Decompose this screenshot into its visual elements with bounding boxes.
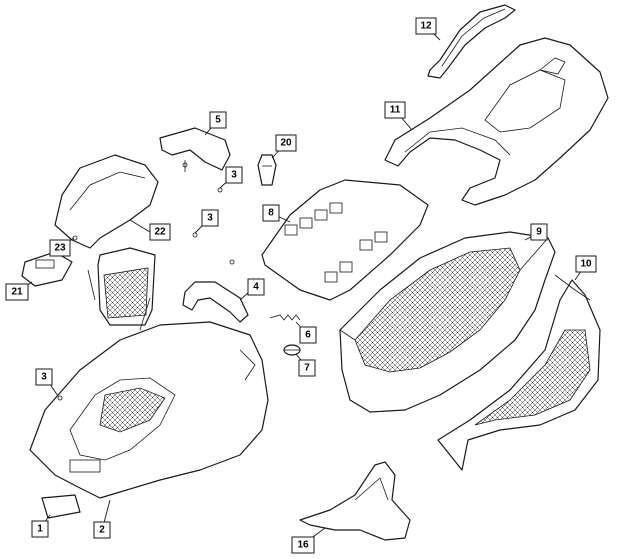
callout-4-label: 4 [253,282,259,293]
part-20-switch [257,154,277,186]
callout-1: 1 [31,520,49,538]
part-8-label-panel [261,179,429,301]
part-9-grass-bag [339,231,556,413]
callout-16-label: 16 [297,540,309,551]
callout-20: 20 [275,134,297,152]
callout-1-label: 1 [37,524,43,535]
callout-12: 12 [415,17,437,35]
part-5-bracket [159,127,231,172]
part-4-carry-handle [182,281,249,323]
part-11-top-cover [384,37,609,206]
callout-10: 10 [575,255,597,273]
callout-11: 11 [384,101,406,119]
callout-2-label: 2 [99,525,105,536]
callout-22: 22 [149,223,171,241]
callout-2: 2 [93,521,111,539]
callout-9-label: 9 [536,227,542,238]
callout-16: 16 [291,536,315,554]
callout-8: 8 [262,204,280,222]
callout-3-middle-label: 3 [207,213,213,224]
callout-11-label: 11 [390,105,401,116]
callout-10-label: 10 [580,259,592,270]
callout-20-label: 20 [280,138,292,149]
callout-6: 6 [299,326,317,344]
callout-21-label: 21 [11,287,23,298]
callout-9: 9 [530,223,548,241]
part-21-label [21,251,73,287]
callout-6-label: 6 [305,330,311,341]
callout-3-left: 3 [35,368,53,386]
callout-3-middle: 3 [201,209,219,227]
part-10-bag-frame [437,274,601,471]
callout-5: 5 [209,111,227,129]
callout-7-label: 7 [304,363,310,374]
callout-23-label: 23 [54,243,66,254]
callout-23: 23 [49,239,71,257]
callout-7: 7 [298,359,316,377]
part-22-battery-cover [54,154,159,249]
part-1-panel [41,494,81,519]
callout-5-label: 5 [215,115,221,126]
battery-pack [87,247,156,331]
callout-4: 4 [247,278,265,296]
callout-3-left-label: 3 [41,372,47,383]
callout-22-label: 22 [154,227,166,238]
callout-3-top-label: 3 [231,170,237,181]
callout-21: 21 [5,283,29,301]
part-2-main-housing [29,321,269,499]
part-16-rear-flap [299,461,411,541]
part-12-handle-bar [427,4,516,79]
callout-8-label: 8 [268,208,274,219]
part-7-knob [283,344,301,356]
callout-3-top: 3 [225,166,243,184]
callout-12-label: 12 [420,21,432,32]
part-6-spring [269,314,301,321]
